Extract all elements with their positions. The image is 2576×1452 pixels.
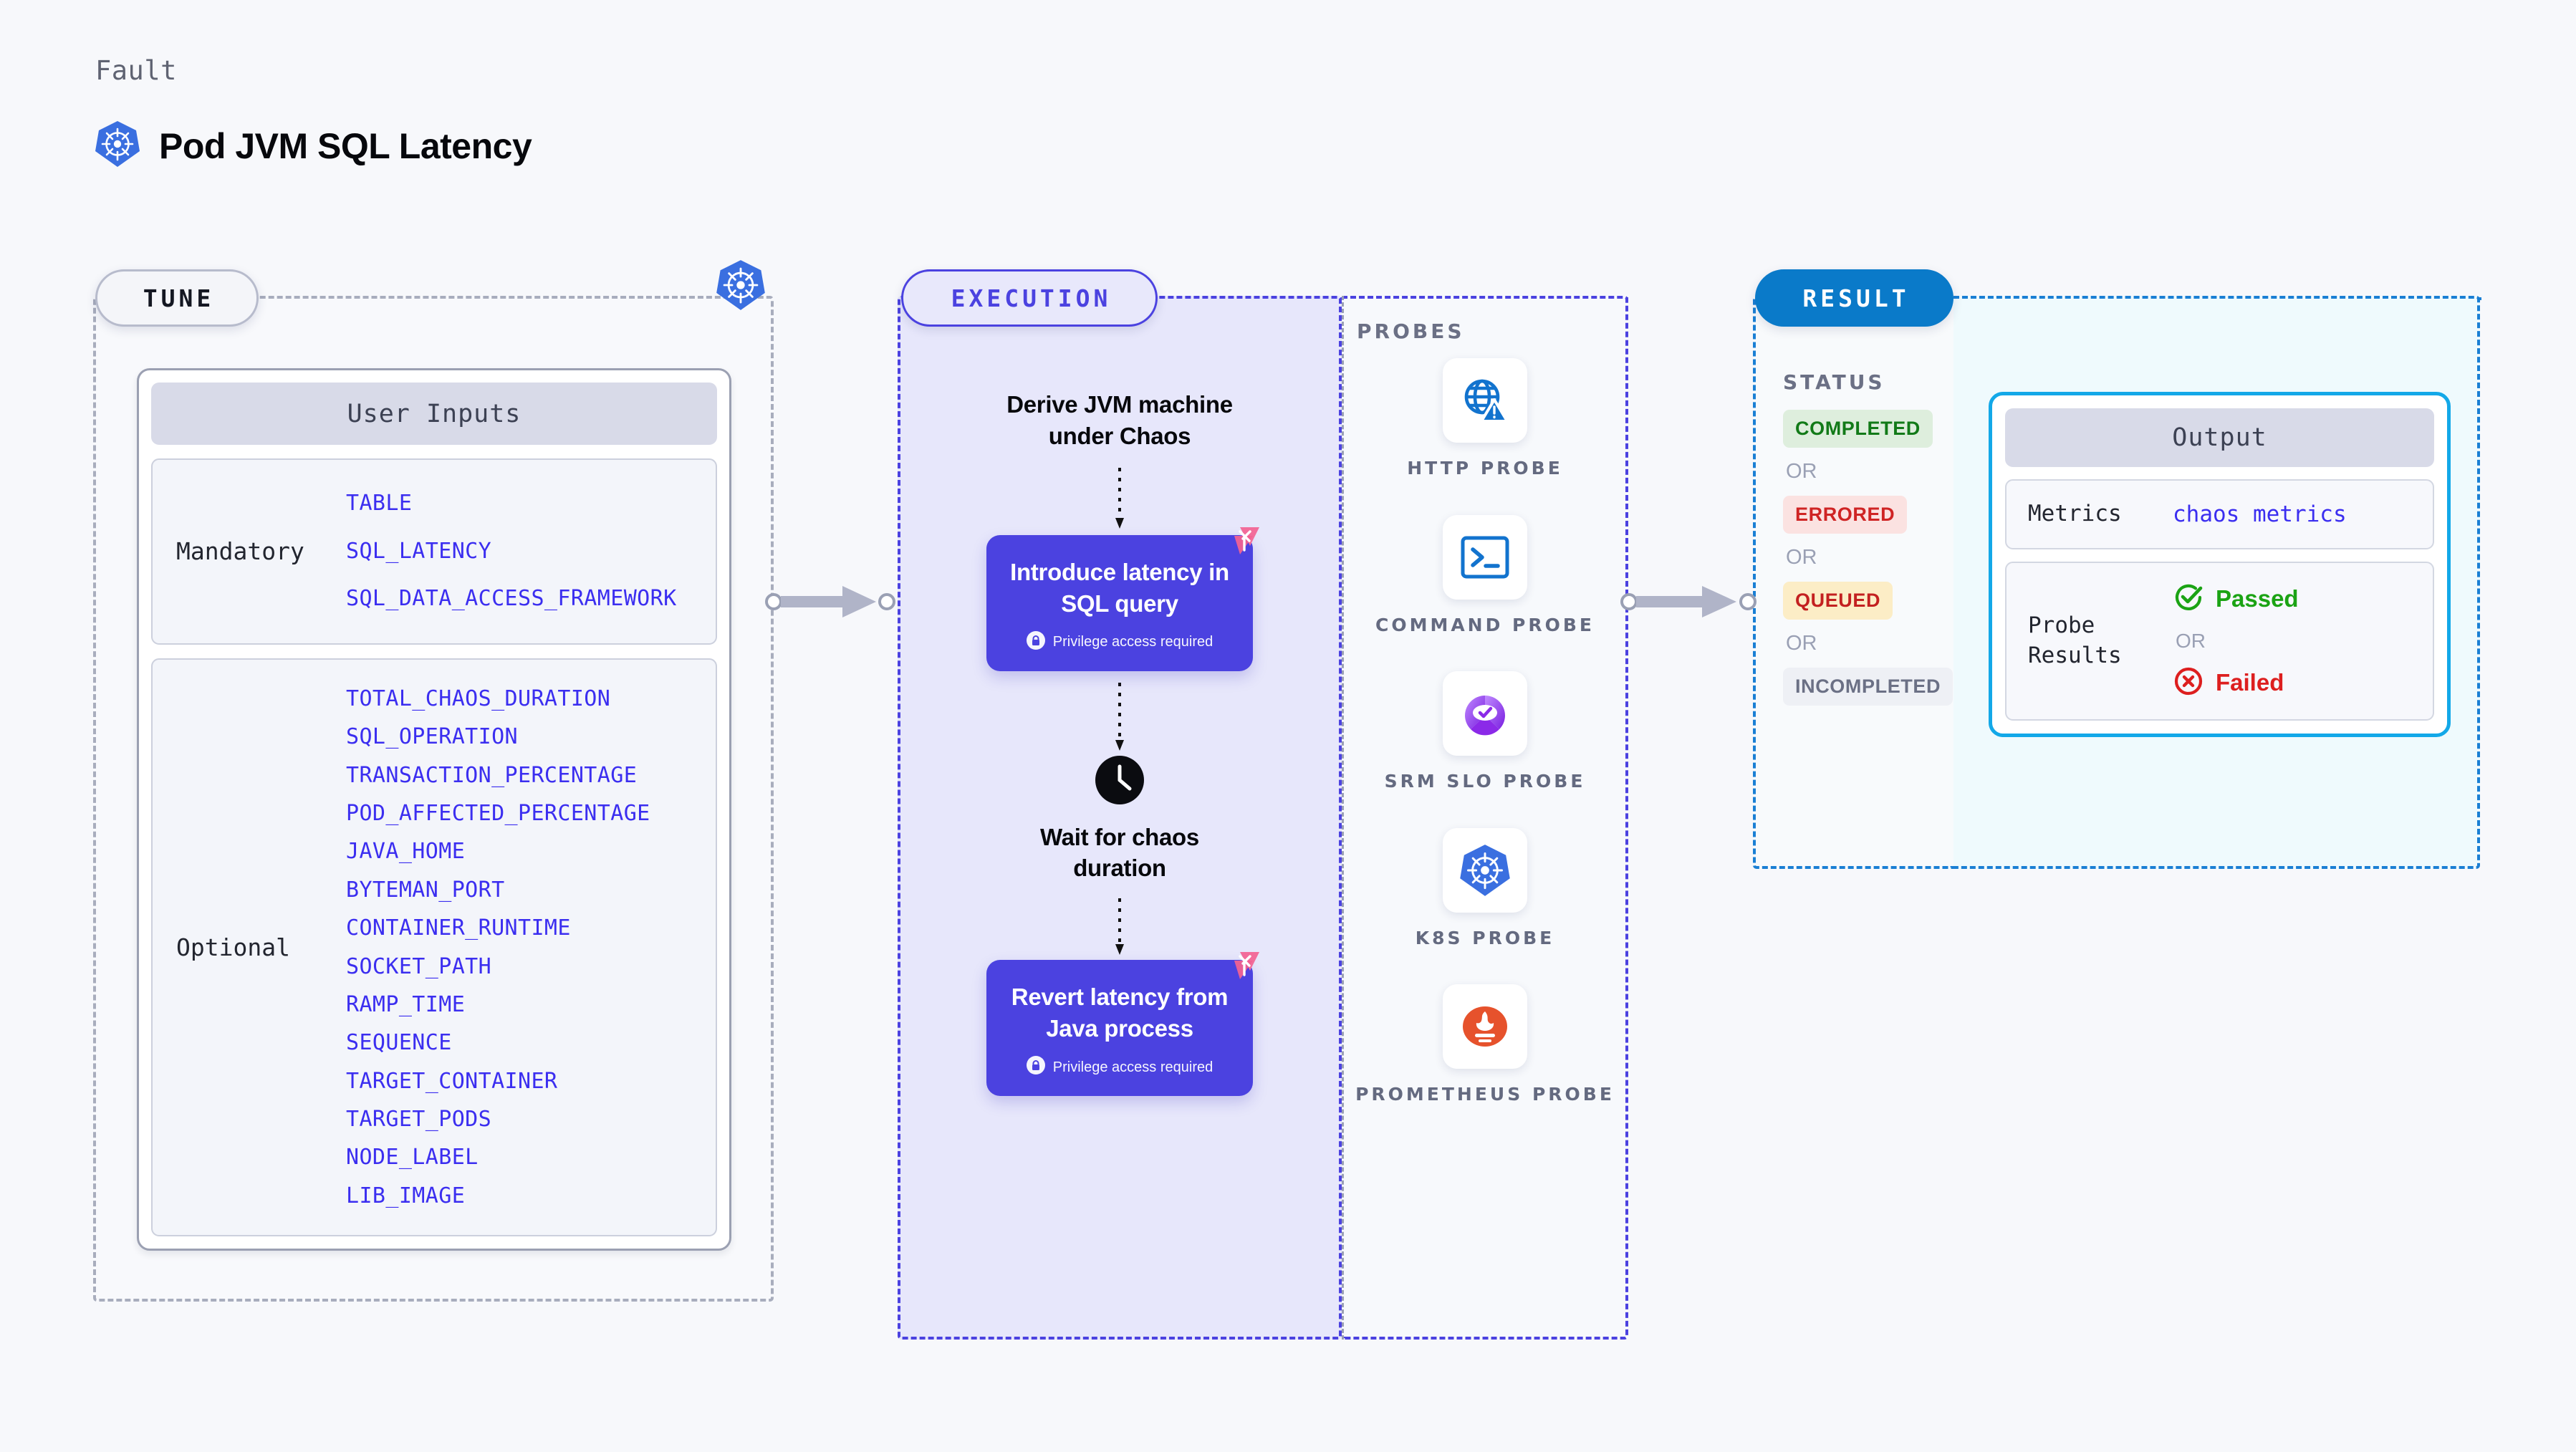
execution-card-title: Revert latency from Java process	[1011, 984, 1229, 1042]
harness-logo-icon	[1219, 942, 1269, 996]
flow-arrow-icon	[1112, 682, 1127, 753]
probe-item-srm-slo[interactable]: SRM SLO PROBE	[1385, 671, 1586, 794]
param-item[interactable]: CONTAINER_RUNTIME	[346, 915, 571, 941]
privilege-note: Privilege access required	[1002, 1056, 1237, 1079]
privilege-note-text: Privilege access required	[1052, 1059, 1213, 1075]
probe-result-values: Passed OR Failed	[2173, 582, 2299, 701]
terminal-icon	[1442, 514, 1527, 600]
probe-label: K8S PROBE	[1415, 927, 1555, 948]
status-or-label: OR	[1786, 546, 1817, 569]
execution-card-introduce-latency[interactable]: Introduce latency in SQL query Privilege…	[986, 527, 1259, 671]
output-value-metrics[interactable]: chaos metrics	[2173, 501, 2347, 527]
lock-icon	[1026, 1056, 1045, 1079]
param-item[interactable]: SQL_LATENCY	[346, 538, 492, 564]
globe-warning-icon	[1443, 358, 1527, 443]
status-or-label: OR	[1786, 460, 1817, 483]
probes-divider	[1342, 296, 1344, 1340]
param-item[interactable]: RAMP_TIME	[346, 991, 466, 1017]
param-item[interactable]: BYTEMAN_PORT	[346, 877, 505, 903]
privilege-note-text: Privilege access required	[1052, 634, 1213, 650]
probe-item-command[interactable]: COMMAND PROBE	[1375, 514, 1595, 638]
status-list: COMPLETED OR ERRORED OR QUEUED OR INCOMP…	[1783, 410, 1953, 706]
probe-result-failed: Failed	[2173, 665, 2299, 701]
status-badge: ERRORED	[1783, 496, 1908, 534]
optional-params-group: Optional TOTAL_CHAOS_DURATION SQL_OPERAT…	[151, 658, 717, 1237]
mandatory-param-list: TABLE SQL_LATENCY SQL_DATA_ACCESS_FRAMEW…	[346, 480, 677, 623]
output-card: Output Metrics chaos metrics Probe Resul…	[1989, 392, 2451, 737]
result-tag[interactable]: RESULT	[1755, 269, 1953, 327]
param-item[interactable]: TARGET_PODS	[346, 1107, 492, 1133]
probe-result-or-label: OR	[2176, 629, 2206, 652]
clock-icon	[1094, 754, 1145, 809]
param-item[interactable]: LIB_IMAGE	[346, 1183, 466, 1208]
srm-slo-icon	[1442, 671, 1527, 756]
output-row-probe-results: Probe Results Passed OR	[2005, 561, 2434, 721]
mandatory-label: Mandatory	[176, 537, 304, 566]
param-item[interactable]: JAVA_HOME	[346, 839, 466, 865]
probes-caption: PROBES	[1357, 319, 1465, 343]
status-or-label: OR	[1786, 632, 1817, 655]
execution-tag[interactable]: EXECUTION	[901, 269, 1158, 327]
output-key: Metrics	[2028, 501, 2122, 527]
param-item[interactable]: SOCKET_PATH	[346, 953, 492, 979]
lock-icon	[1026, 630, 1045, 654]
param-item[interactable]: NODE_LABEL	[346, 1145, 479, 1170]
page-title-row: Pod JVM SQL Latency	[95, 120, 532, 171]
param-item[interactable]: POD_AFFECTED_PERCENTAGE	[346, 800, 650, 826]
param-item[interactable]: TARGET_CONTAINER	[346, 1068, 558, 1094]
page-eyebrow: Fault	[95, 55, 177, 86]
user-inputs-card: User Inputs Mandatory TABLE SQL_LATENCY …	[137, 368, 731, 1251]
flow-arrow-icon	[1112, 467, 1127, 531]
kubernetes-icon	[95, 120, 140, 171]
param-item[interactable]: TRANSACTION_PERCENTAGE	[346, 762, 638, 788]
probe-label: HTTP PROBE	[1407, 458, 1563, 479]
probe-item-prometheus[interactable]: PROMETHEUS PROBE	[1355, 984, 1615, 1107]
probe-item-http[interactable]: HTTP PROBE	[1407, 358, 1563, 481]
probe-item-k8s[interactable]: K8S PROBE	[1415, 827, 1555, 951]
probe-result-passed: Passed	[2173, 582, 2299, 617]
check-circle-icon	[2173, 582, 2204, 617]
probe-label: PROMETHEUS PROBE	[1355, 1084, 1615, 1105]
tune-tag[interactable]: TUNE	[95, 269, 259, 327]
status-caption: STATUS	[1783, 370, 1885, 394]
optional-label: Optional	[176, 933, 290, 962]
probe-result-pass-label: Passed	[2216, 585, 2299, 612]
prometheus-icon	[1443, 984, 1527, 1069]
status-badge: COMPLETED	[1783, 410, 1933, 448]
probes-list: HTTP PROBE COMMAND PROBE	[1342, 358, 1628, 1107]
probe-label: COMMAND PROBE	[1375, 614, 1595, 635]
x-circle-icon	[2173, 665, 2204, 701]
output-title: Output	[2005, 408, 2434, 467]
probes-region	[1342, 296, 1628, 1340]
probes-to-result-arrow	[1620, 584, 1764, 623]
status-badge: QUEUED	[1783, 582, 1893, 620]
kubernetes-icon	[1443, 827, 1527, 913]
optional-param-list: TOTAL_CHAOS_DURATION SQL_OPERATION TRANS…	[346, 680, 650, 1215]
output-row-metrics: Metrics chaos metrics	[2005, 479, 2434, 549]
execution-card-revert-latency[interactable]: Revert latency from Java process Privile…	[986, 952, 1259, 1096]
execution-step-wait: Wait for chaos duration	[1040, 823, 1199, 882]
param-item[interactable]: SEQUENCE	[346, 1030, 452, 1056]
flow-arrow-icon	[1112, 898, 1127, 957]
page-title: Pod JVM SQL Latency	[159, 125, 532, 166]
param-item[interactable]: TABLE	[346, 491, 413, 516]
harness-logo-icon	[1219, 517, 1269, 571]
execution-step-derive: Derive JVM machine under Chaos	[1006, 391, 1233, 449]
probe-result-fail-label: Failed	[2216, 669, 2284, 696]
probe-label: SRM SLO PROBE	[1384, 771, 1586, 792]
execution-steps: Derive JVM machine under Chaos	[898, 296, 1342, 1340]
tune-to-execution-arrow	[765, 584, 901, 623]
output-key: Probe Results	[2028, 612, 2122, 668]
param-item[interactable]: SQL_OPERATION	[346, 724, 518, 750]
privilege-note: Privilege access required	[1002, 630, 1237, 654]
tune-kubernetes-icon	[716, 259, 765, 314]
execution-card-title: Introduce latency in SQL query	[1010, 558, 1229, 617]
user-inputs-title: User Inputs	[151, 383, 717, 445]
mandatory-params-group: Mandatory TABLE SQL_LATENCY SQL_DATA_ACC…	[151, 458, 717, 645]
param-item[interactable]: SQL_DATA_ACCESS_FRAMEWORK	[346, 586, 677, 612]
status-badge: INCOMPLETED	[1783, 668, 1953, 706]
param-item[interactable]: TOTAL_CHAOS_DURATION	[346, 686, 611, 711]
